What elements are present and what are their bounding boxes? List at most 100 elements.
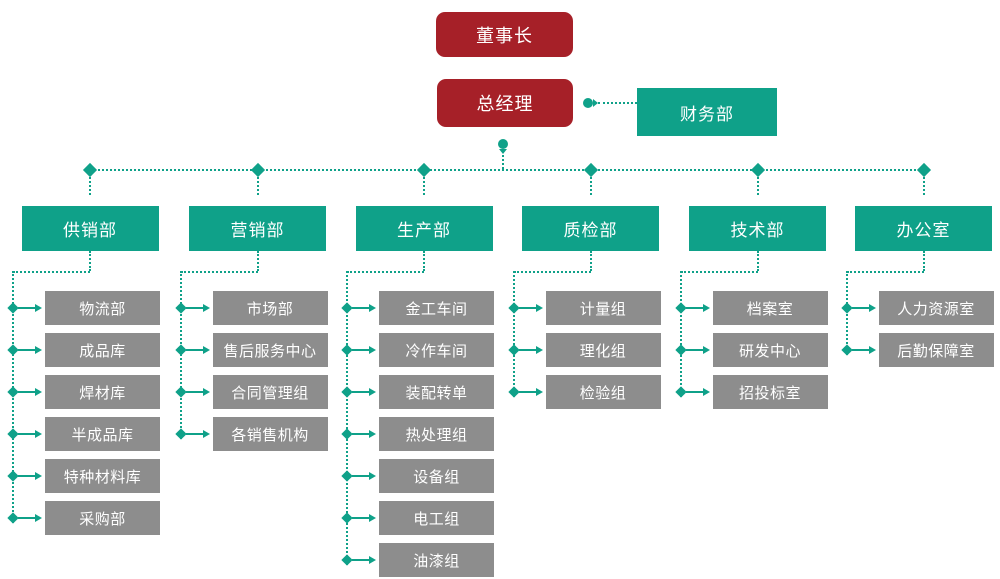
- dept-box-label: 生产部: [397, 221, 451, 240]
- arrow-right-icon: [352, 517, 369, 519]
- sub-spine-line: [679, 271, 682, 397]
- arrow-right-icon: [18, 349, 35, 351]
- arrow-right-icon: [685, 307, 703, 309]
- sub-item-box: 焊材库: [45, 375, 160, 409]
- dept-box-label: 技术部: [730, 221, 785, 240]
- arrow-right-icon: [35, 472, 42, 480]
- diamond-to-dept-line: [423, 177, 425, 195]
- circle-dot-icon: [583, 98, 593, 108]
- dept-bottom-stub-line: [256, 251, 259, 271]
- sub-item-box: 热处理组: [379, 417, 494, 451]
- sub-item-box-label: 物流部: [79, 300, 126, 318]
- diamond-icon: [7, 344, 19, 356]
- sub-item-box-label: 设备组: [413, 468, 460, 486]
- hook-horizontal-line: [13, 271, 90, 273]
- sub-item-box-label: 后勤保障室: [897, 342, 975, 360]
- diamond-icon: [341, 386, 353, 398]
- diamond-icon: [840, 344, 853, 356]
- chairman-box: 董事长: [436, 12, 573, 57]
- dept-box: 生产部: [355, 206, 493, 251]
- sub-item-box: 检验组: [545, 375, 661, 409]
- arrow-right-icon: [18, 433, 35, 435]
- diamond-icon: [674, 302, 687, 314]
- sub-item-box-label: 理化组: [579, 342, 627, 360]
- arrow-right-icon: [851, 349, 869, 351]
- diamond-to-dept-line: [256, 177, 259, 195]
- arrow-right-icon: [35, 430, 42, 438]
- diamond-icon: [583, 162, 598, 178]
- arrow-right-icon: [352, 433, 369, 435]
- sub-item-box-label: 热处理组: [405, 426, 468, 444]
- arrow-right-icon: [369, 304, 376, 312]
- arrow-right-icon: [369, 430, 376, 438]
- sub-item-box-label: 招投标室: [738, 384, 801, 402]
- diamond-icon: [916, 162, 931, 178]
- finance-box: 财务部: [637, 88, 777, 136]
- sub-item-box-label: 合同管理组: [231, 384, 309, 402]
- diamond-icon: [674, 344, 687, 356]
- arrow-right-icon: [685, 391, 703, 393]
- arrow-right-icon: [185, 307, 203, 309]
- sub-spine-line: [512, 271, 515, 397]
- diamond-icon: [341, 344, 353, 356]
- diamond-icon: [174, 428, 187, 440]
- diamond-to-dept-line: [589, 177, 592, 195]
- diamond-icon: [416, 162, 432, 178]
- diamond-icon: [7, 386, 19, 398]
- arrow-right-icon: [18, 517, 35, 519]
- diamond-icon: [341, 554, 353, 566]
- sub-item-box-label: 金工车间: [405, 300, 468, 318]
- arrow-right-icon: [35, 514, 42, 522]
- hook-horizontal-line: [347, 271, 424, 273]
- dept-box: 质检部: [522, 206, 659, 251]
- arrow-right-icon: [685, 349, 703, 351]
- sub-item-box-label: 档案室: [746, 300, 794, 318]
- arrow-right-icon: [352, 391, 369, 393]
- diamond-icon: [7, 302, 19, 314]
- connector-tail: [499, 149, 507, 154]
- sub-item-box: 人力资源室: [878, 291, 994, 325]
- sub-item-box-label: 市场部: [246, 300, 294, 318]
- distributor-line: [90, 169, 924, 171]
- arrow-right-icon: [868, 346, 876, 354]
- sub-item-box-label: 成品库: [79, 342, 126, 360]
- sub-item-box-label: 计量组: [579, 300, 627, 318]
- sub-item-box: 金工车间: [379, 291, 494, 325]
- sub-item-box-label: 冷作车间: [405, 342, 468, 360]
- sub-item-box: 研发中心: [712, 333, 828, 367]
- arrow-right-icon: [352, 307, 369, 309]
- dept-box-label: 办公室: [896, 221, 951, 240]
- sub-item-box-label: 各销售机构: [231, 426, 309, 444]
- sub-item-box: 档案室: [712, 291, 828, 325]
- arrow-right-icon: [185, 349, 203, 351]
- arrow-right-icon: [535, 304, 543, 312]
- hook-horizontal-line: [180, 271, 258, 273]
- arrow-right-icon: [18, 391, 35, 393]
- diamond-icon: [174, 344, 187, 356]
- sub-item-box-label: 油漆组: [413, 552, 460, 570]
- connector-tail: [593, 99, 598, 107]
- diamond-icon: [840, 302, 853, 314]
- general-manager-box: 总经理: [437, 79, 573, 127]
- arrow-right-icon: [35, 388, 42, 396]
- diamond-icon: [174, 386, 187, 398]
- sub-item-box-label: 半成品库: [71, 426, 134, 444]
- arrow-right-icon: [535, 388, 543, 396]
- diamond-icon: [341, 428, 353, 440]
- dept-box: 供销部: [21, 206, 159, 251]
- sub-item-box-label: 检验组: [579, 384, 627, 402]
- diamond-icon: [174, 302, 187, 314]
- sub-item-box: 各销售机构: [212, 417, 328, 451]
- sub-item-box-label: 人力资源室: [897, 300, 975, 318]
- arrow-right-icon: [352, 475, 369, 477]
- arrow-right-icon: [518, 391, 536, 393]
- diamond-icon: [507, 302, 520, 314]
- arrow-right-icon: [702, 304, 710, 312]
- hook-horizontal-line: [513, 271, 591, 273]
- sub-item-box: 装配转单: [379, 375, 494, 409]
- dept-bottom-stub-line: [89, 251, 91, 271]
- arrow-right-icon: [202, 346, 210, 354]
- diamond-icon: [7, 512, 19, 524]
- arrow-right-icon: [352, 349, 369, 351]
